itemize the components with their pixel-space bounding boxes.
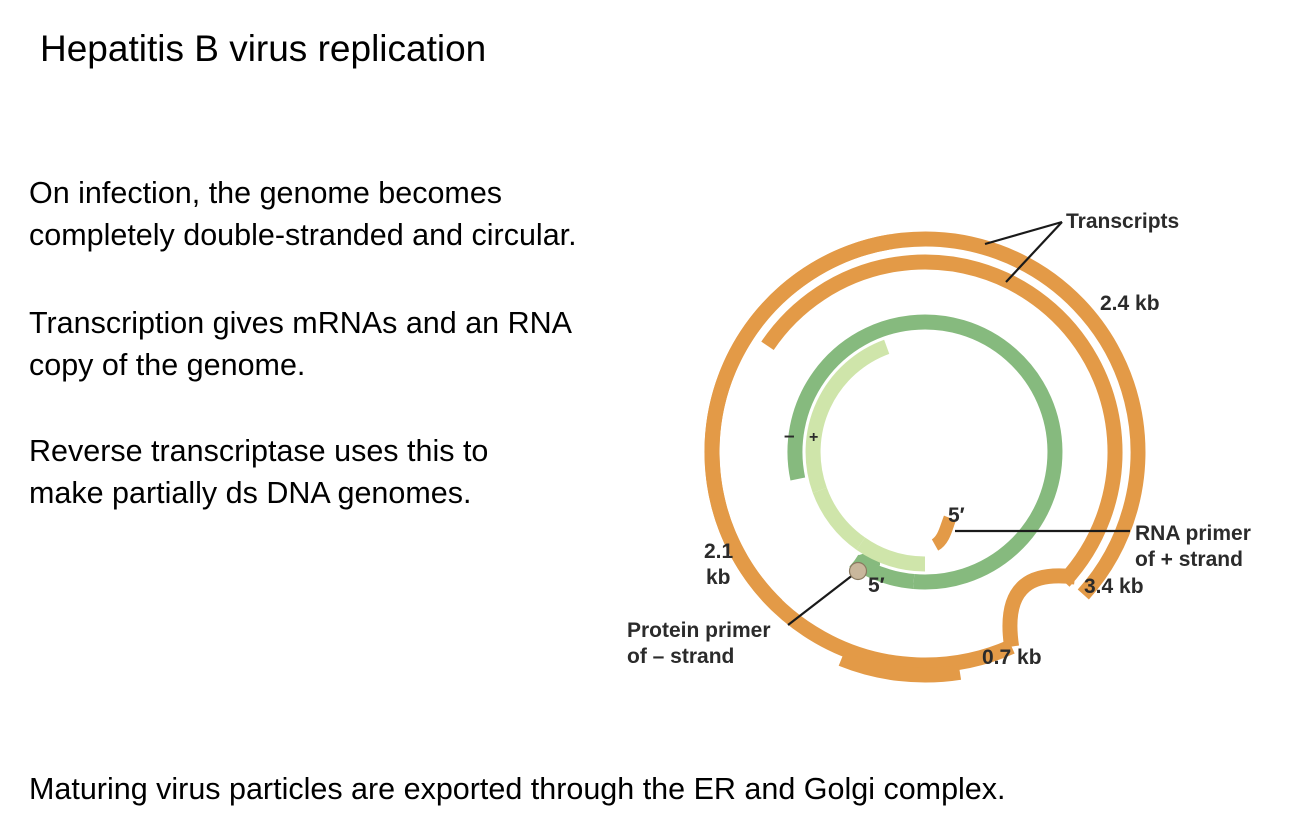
rna-primer-label-line2: of + strand — [1135, 548, 1243, 571]
label-0-7-kb: 0.7 kb — [982, 646, 1042, 669]
paragraph-infection: On infection, the genome becomes complet… — [29, 172, 577, 256]
footer-text: Maturing virus particles are exported th… — [29, 772, 1006, 806]
label-3-4-kb: 3.4 kb — [1084, 575, 1144, 598]
label-2-1-kb-line1: 2.1 — [704, 540, 734, 563]
page-title: Hepatitis B virus replication — [40, 28, 487, 69]
plus-strand-arc-bottom — [812, 487, 866, 550]
label-2-4-kb: 2.4 kb — [1100, 292, 1160, 315]
transcript-arc-2-1-kb — [704, 234, 893, 611]
protein-primer-leader — [787, 570, 859, 626]
protein-primer-label-line2: of – strand — [627, 645, 734, 668]
five-prime-protein-label: 5′ — [868, 574, 885, 597]
paragraph-transcription: Transcription gives mRNAs and an RNA cop… — [29, 302, 572, 386]
transcripts-leader-1 — [984, 220, 1063, 246]
five-prime-rna-label: 5′ — [948, 504, 965, 527]
plus-strand-arc — [805, 339, 890, 493]
rna-primer-segment — [931, 515, 957, 551]
protein-primer-dot — [848, 561, 868, 581]
paragraph-line: Transcription gives mRNAs and an RNA — [29, 306, 572, 340]
transcript-arc-2-4-kb — [761, 254, 1123, 587]
paragraph-line: completely double-stranded and circular. — [29, 218, 577, 252]
paragraph-line: copy of the genome. — [29, 348, 306, 382]
paragraph-reverse-transcriptase: Reverse transcriptase uses this to make … — [29, 430, 488, 514]
protein-primer-label-line1: Protein primer — [627, 619, 771, 642]
paragraph-line: make partially ds DNA genomes. — [29, 476, 472, 510]
label-2-1-kb-line2: kb — [706, 566, 731, 589]
transcripts-label: Transcripts — [1066, 210, 1179, 233]
transcript-arc-0-7-kb — [838, 651, 962, 683]
minus-strand-arc-main — [787, 314, 1063, 590]
plus-strand-sign: + — [809, 429, 818, 446]
plus-strand-arc-mid — [856, 537, 926, 572]
transcript-tail-3-4-kb — [1002, 568, 1076, 648]
rna-primer-label-line1: RNA primer — [1135, 522, 1251, 545]
transcripts-leader-2 — [1005, 221, 1063, 283]
paragraph-line: Reverse transcriptase uses this to — [29, 434, 489, 468]
minus-strand-sign: – — [784, 426, 795, 447]
paragraph-line: On infection, the genome becomes — [29, 176, 503, 210]
